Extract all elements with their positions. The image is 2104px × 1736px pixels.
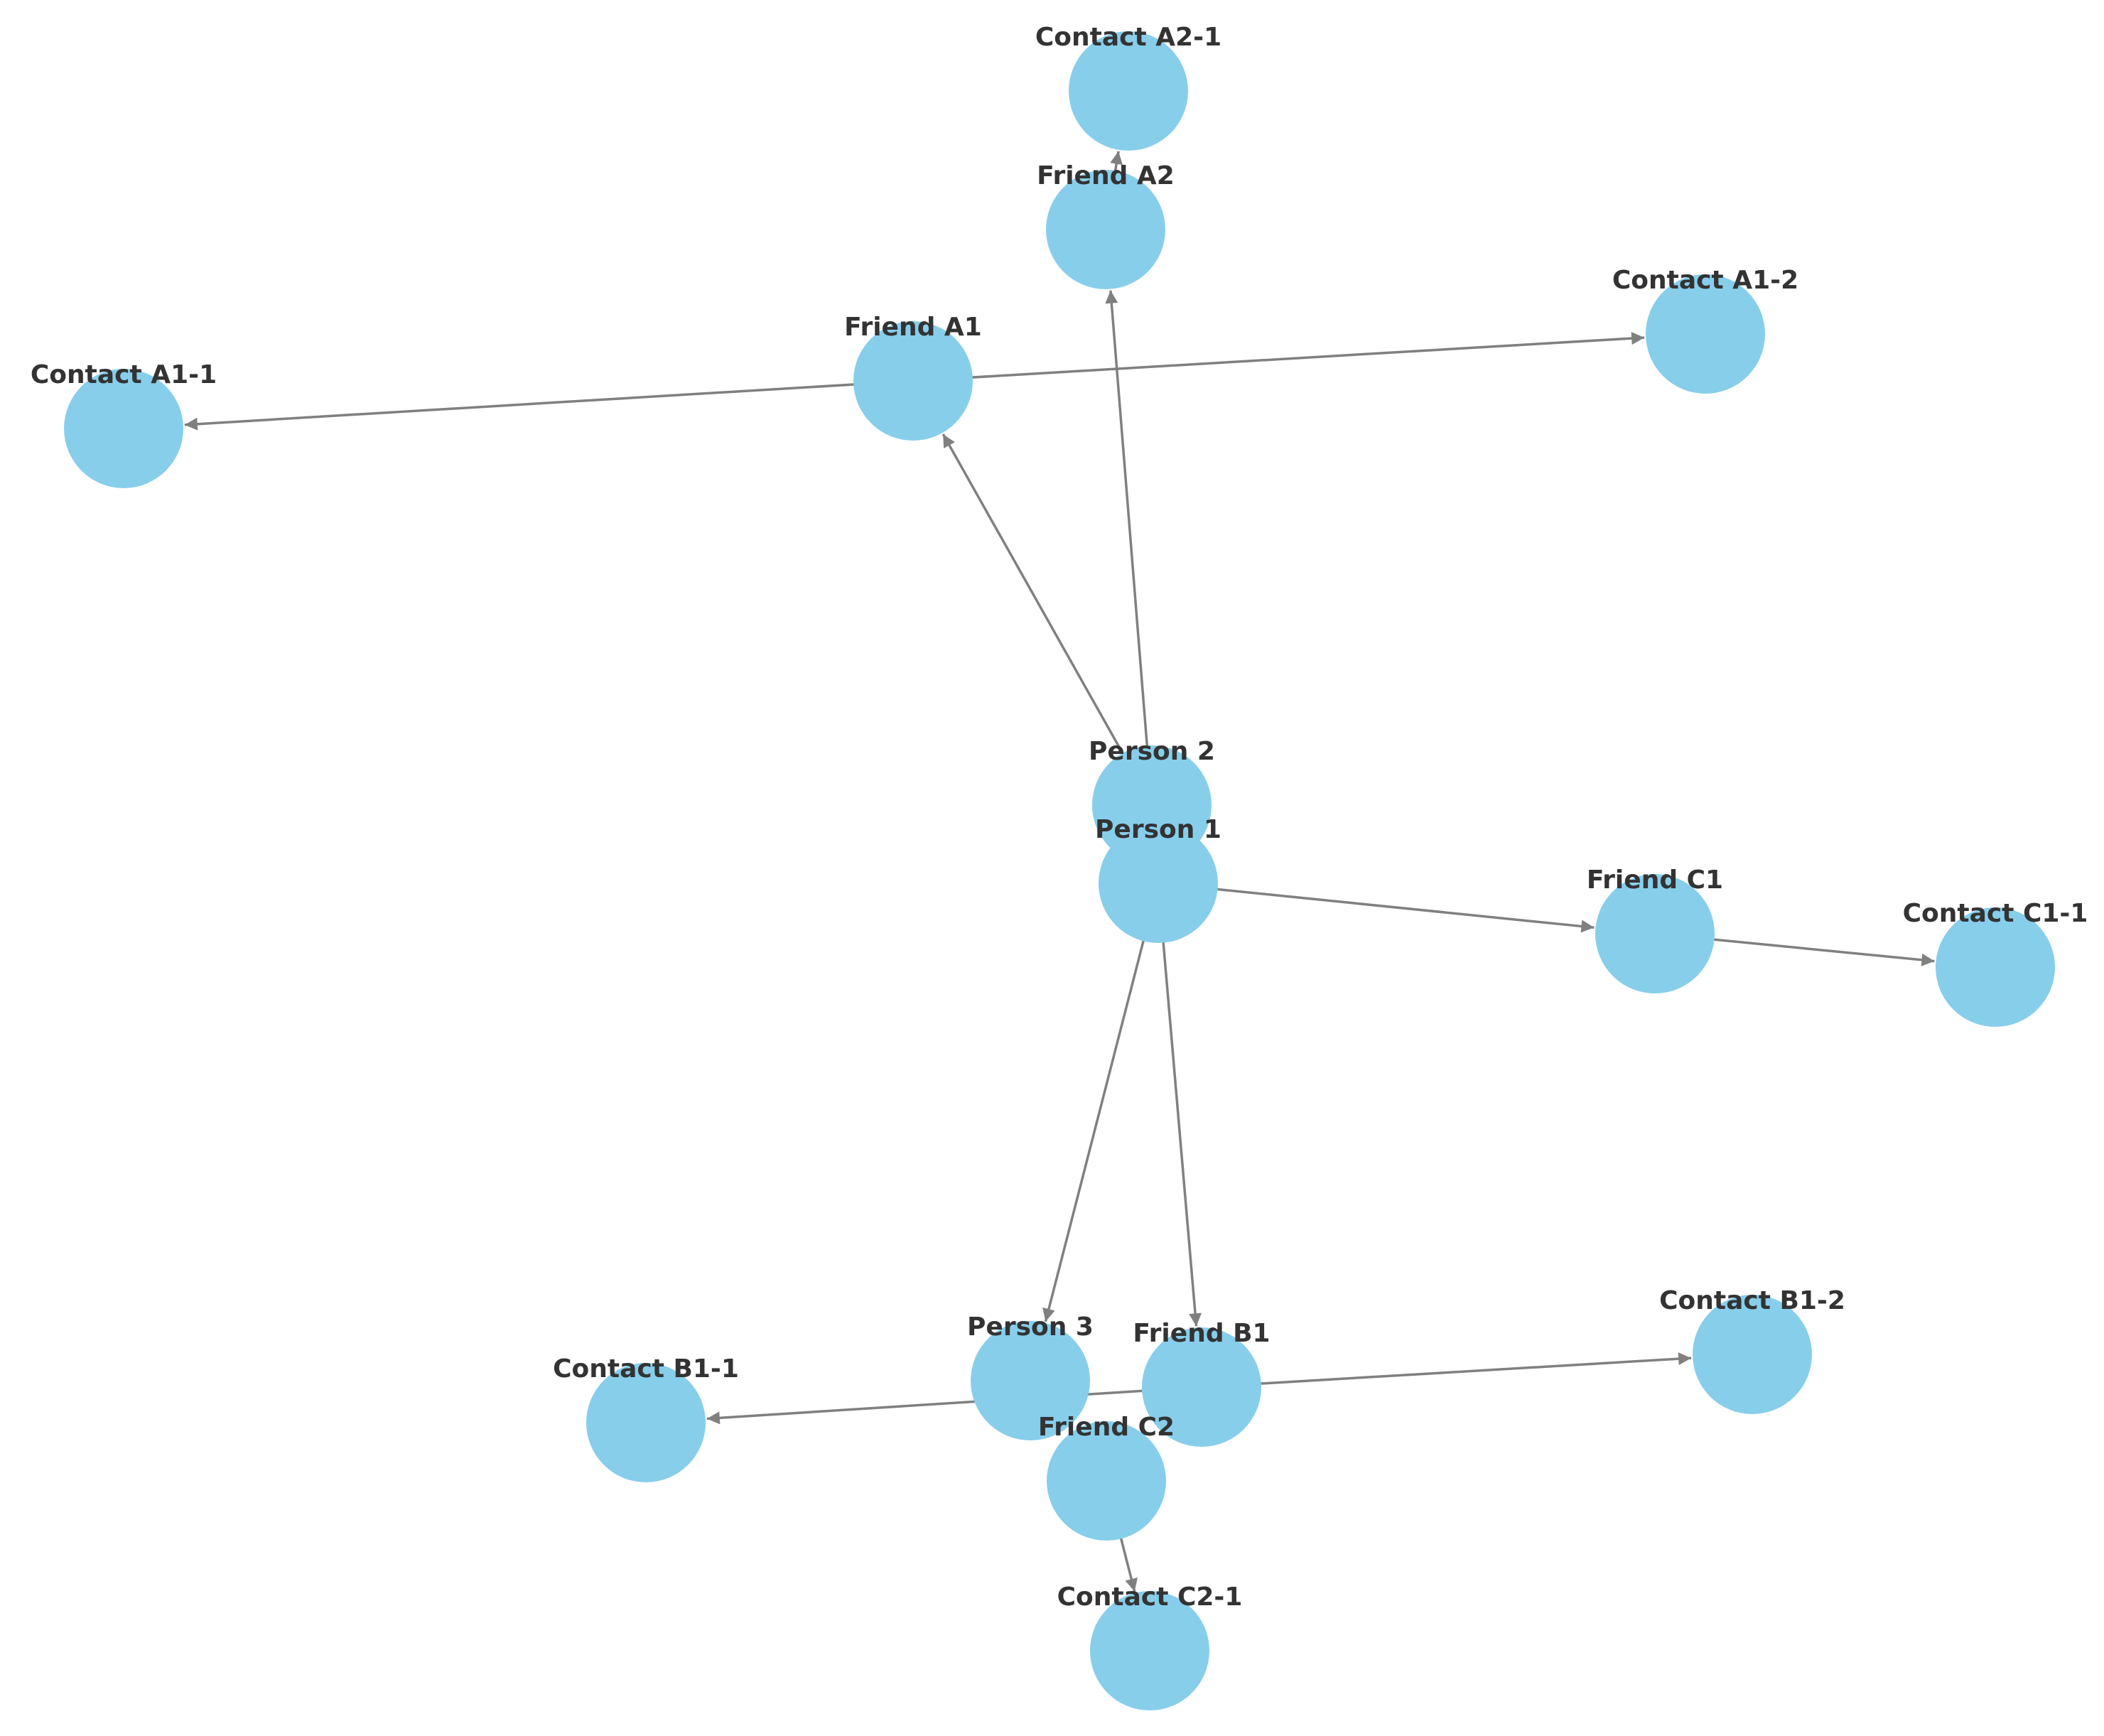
edge-friendB1-to-contactB12 — [1201, 1352, 1692, 1389]
node-friendC1 — [1595, 874, 1715, 993]
node-label-contactA12: Contact A1-2 — [1612, 266, 1798, 295]
node-label-contactC11: Contact C1-1 — [1903, 899, 2088, 928]
node-label-person3: Person 3 — [967, 1312, 1094, 1342]
node-label-contactA21: Contact A2-1 — [1035, 23, 1221, 52]
edge-person2-to-friendA1 — [942, 433, 1153, 806]
node-label-friendA2: Friend A2 — [1037, 161, 1175, 190]
node-label-friendA1: Friend A1 — [844, 313, 982, 342]
node-contactB12 — [1693, 1295, 1812, 1414]
node-person2 — [1092, 745, 1212, 865]
edge-friendB1-to-contactB11 — [706, 1386, 1202, 1425]
node-contactC21 — [1090, 1591, 1209, 1710]
edge-friendA1-to-contactA12 — [912, 332, 1645, 382]
node-friendA1 — [853, 321, 973, 441]
node-person3 — [971, 1321, 1090, 1440]
node-label-contactC21: Contact C2-1 — [1057, 1583, 1243, 1612]
edge-person1-to-friendB1 — [1157, 883, 1202, 1327]
node-contactA11 — [64, 369, 183, 488]
edge-friendA1-to-contactA11 — [184, 379, 914, 431]
edge-person2-to-friendA2 — [1105, 290, 1153, 806]
node-contactA21 — [1069, 31, 1188, 151]
node-label-person1: Person 1 — [1095, 815, 1221, 844]
node-label-contactA11: Contact A1-1 — [31, 360, 217, 389]
node-contactC11 — [1936, 907, 2055, 1027]
node-label-friendB1: Friend B1 — [1133, 1319, 1270, 1348]
labels-layer: Person 1 Person 2 Person 3 Friend A1 Friend … — [31, 23, 2088, 1612]
node-friendB1 — [1142, 1327, 1261, 1447]
node-contactB11 — [586, 1363, 706, 1482]
nodes-layer — [64, 31, 2055, 1710]
node-label-friendC1: Friend C1 — [1587, 866, 1723, 895]
node-contactA12 — [1646, 274, 1765, 394]
node-friendC2 — [1047, 1421, 1166, 1541]
edge-person1-to-friendC1 — [1158, 882, 1595, 933]
node-label-contactB11: Contact B1-1 — [553, 1354, 739, 1384]
edge-person1-to-person3 — [1042, 883, 1160, 1322]
node-friendA2 — [1046, 170, 1165, 289]
node-label-contactB12: Contact B1-2 — [1659, 1286, 1845, 1315]
node-label-friendC2: Friend C2 — [1038, 1413, 1175, 1442]
node-label-person2: Person 2 — [1089, 737, 1215, 766]
